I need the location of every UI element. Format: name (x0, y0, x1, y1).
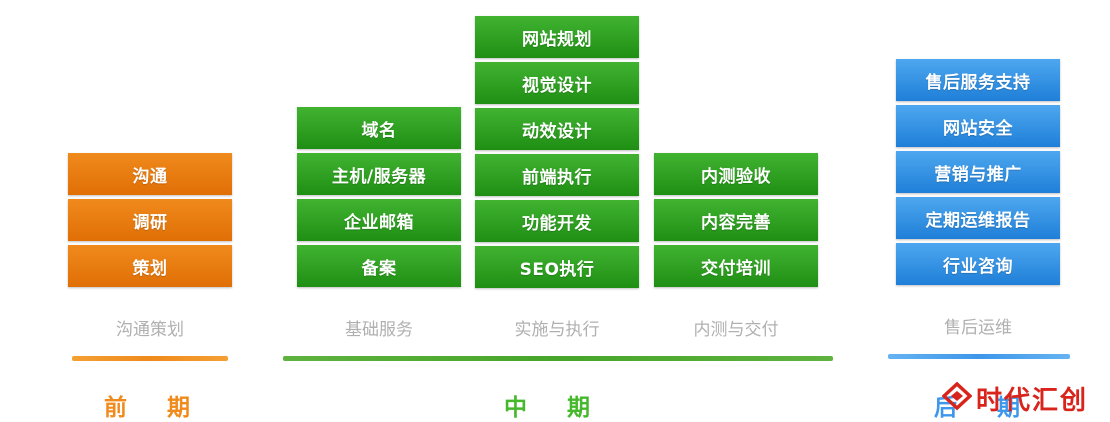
item-box: 售后服务支持 (896, 59, 1060, 101)
column-implementation: 网站规划 视觉设计 动效设计 前端执行 功能开发 SEO执行 (475, 16, 639, 288)
brand-logo-text: 时代汇创 (976, 386, 1089, 416)
item-box: 前端执行 (475, 154, 639, 196)
column-communication: 沟通 调研 策划 (68, 153, 232, 287)
item-box: 视觉设计 (475, 62, 639, 104)
item-box: 策划 (68, 245, 232, 287)
category-label: 售后运维 (944, 318, 1012, 338)
item-box: 网站规划 (475, 16, 639, 58)
item-box: 营销与推广 (896, 151, 1060, 193)
column-after-sales: 售后服务支持 网站安全 营销与推广 定期运维报告 行业咨询 (896, 59, 1060, 285)
item-box: 功能开发 (475, 200, 639, 242)
category-label: 实施与执行 (514, 320, 600, 340)
item-box: 动效设计 (475, 108, 639, 150)
item-box: 交付培训 (654, 245, 818, 287)
item-box: 内容完善 (654, 199, 818, 241)
item-box: 备案 (297, 245, 461, 287)
item-box: 内测验收 (654, 153, 818, 195)
item-box: 域名 (297, 107, 461, 149)
item-box: 调研 (68, 199, 232, 241)
phase-label-early: 前 期 (103, 395, 206, 421)
phase-bar-early (72, 356, 228, 361)
brand-logo-icon (941, 381, 973, 416)
brand-logo: 时代汇创 (941, 380, 1089, 417)
item-box: 网站安全 (896, 105, 1060, 147)
item-box: SEO执行 (475, 246, 639, 288)
item-box: 主机/服务器 (297, 153, 461, 195)
item-box: 沟通 (68, 153, 232, 195)
phase-bar-late (888, 354, 1070, 359)
column-basic-services: 域名 主机/服务器 企业邮箱 备案 (297, 107, 461, 287)
phase-bar-middle (283, 356, 833, 361)
category-label: 内测与交付 (693, 320, 779, 340)
item-box: 行业咨询 (896, 243, 1060, 285)
phase-label-middle: 中 期 (503, 395, 606, 421)
item-box: 企业邮箱 (297, 199, 461, 241)
column-testing-delivery: 内测验收 内容完善 交付培训 (654, 153, 818, 287)
category-label: 基础服务 (345, 320, 413, 340)
category-label: 沟通策划 (116, 320, 184, 340)
item-box: 定期运维报告 (896, 197, 1060, 239)
